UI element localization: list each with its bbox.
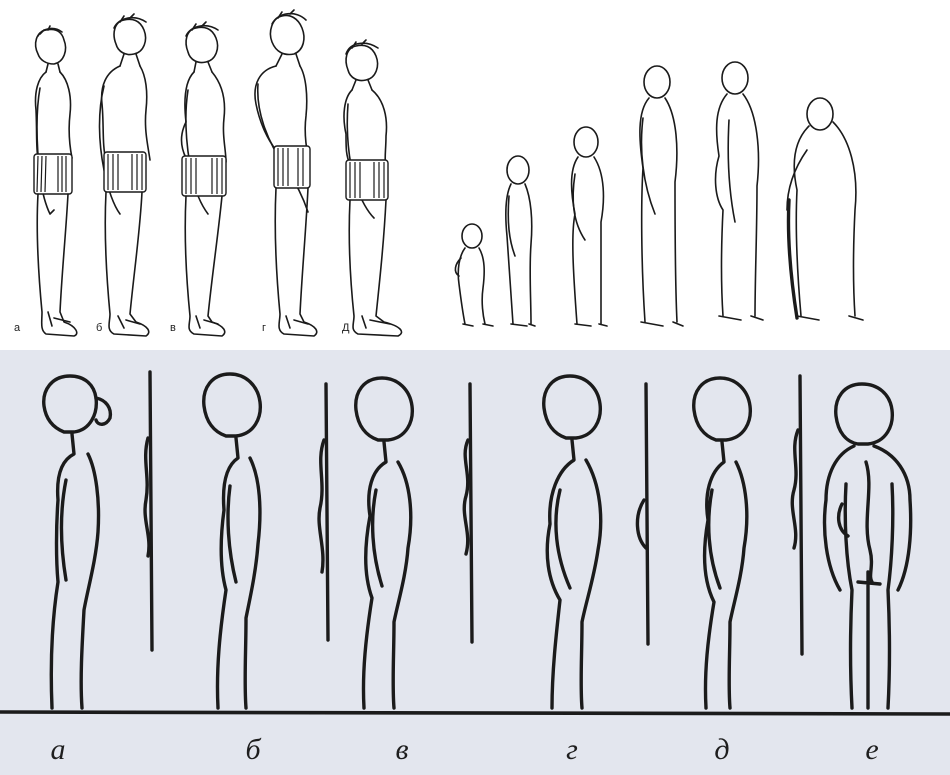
female-figure-a [44, 372, 152, 708]
female-figure-b [204, 374, 328, 708]
female-posture-figures [0, 350, 950, 775]
silhouette-adolescent [572, 127, 607, 326]
male-posture-figures [0, 0, 435, 350]
female-label-d: д [714, 733, 729, 767]
male-figure-a [34, 26, 77, 336]
age-stage-silhouettes [435, 0, 950, 350]
male-figure-b [100, 14, 151, 336]
male-label-a: а [14, 322, 20, 334]
silhouette-young-adult [640, 66, 683, 326]
silhouette-elderly [787, 98, 863, 320]
male-label-d: Д [342, 322, 349, 334]
male-label-g: г [262, 322, 266, 334]
male-figure-g [255, 10, 317, 336]
male-label-b: б [96, 322, 102, 334]
silhouette-adult [716, 62, 763, 320]
silhouette-child [506, 156, 535, 326]
female-label-e: е [865, 733, 878, 767]
ground-line [0, 712, 950, 714]
male-label-v: в [170, 322, 176, 334]
age-stages-illustration [435, 0, 950, 350]
female-figure-v [356, 378, 472, 708]
male-posture-illustration: а б в г Д [0, 0, 435, 350]
female-label-v: в [395, 733, 408, 767]
male-figure-d [344, 40, 402, 336]
male-figure-v [182, 22, 227, 336]
female-figure-g [544, 376, 648, 708]
female-label-g: г [566, 733, 578, 767]
female-label-a: а [51, 733, 66, 767]
female-posture-illustration: а б в г д е [0, 350, 950, 775]
female-label-b: б [245, 733, 260, 767]
female-figure-e [825, 384, 911, 708]
silhouette-toddler [455, 224, 493, 326]
female-figure-d [694, 376, 802, 708]
